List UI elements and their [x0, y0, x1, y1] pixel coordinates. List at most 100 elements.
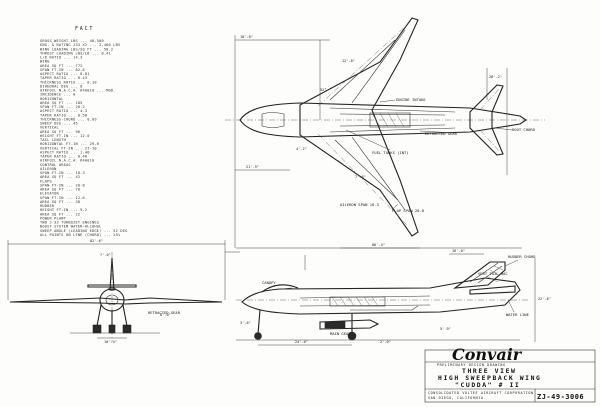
spec-row: ASPECT RATIO ... 4.3: [40, 109, 87, 113]
specs-heading: FACT: [75, 26, 94, 32]
dim-height: 22'-6": [538, 297, 551, 301]
spec-row: HEIGHT FT-IN ... 12-0: [40, 134, 90, 138]
dim-nose-length: 21'-9": [246, 165, 259, 169]
spec-row: ALL POINTS ON LINE (CHORD) ... 25%: [40, 233, 121, 237]
spec-row: VERTICAL FT-IN ... 27-10: [40, 146, 97, 150]
company-block-1: CONSOLIDATED VULTEE AIRCRAFT CORPORATION: [428, 391, 534, 395]
spec-row: HEIGHT FT-IN ... 9-2: [40, 208, 87, 212]
aileron-span-callout: AILERON SPAN 18.3: [340, 202, 379, 207]
dim-height-front: 8'-0": [160, 313, 171, 317]
front-view: 82'-6" 10'-4" 8'-0" RETRACTED GEAR 7'-0": [7, 239, 240, 344]
spec-row: POWER PLANT: [40, 216, 67, 220]
drawing-number: ZJ-49-3006: [537, 393, 584, 401]
title-line-1: THREE VIEW: [462, 367, 516, 375]
spec-row: ASPECT RATIO ... 8.81: [40, 72, 90, 76]
rudder-chord-callout: RUDDER CHORD: [508, 254, 536, 259]
spec-row: RUDDER: [40, 204, 55, 208]
dim-sweep-le: 52°: [320, 88, 327, 92]
plan-fuselage: [239, 102, 527, 138]
water-line-callout: WATER LINE: [506, 312, 530, 317]
spec-row: THICKNESS RATIO ... 0.10: [40, 80, 97, 84]
spec-row: WING: [40, 60, 49, 64]
title-company-line: PRELIMINARY DESIGN DRAWING: [437, 363, 506, 367]
dim-span: 82'-6": [90, 239, 103, 243]
spec-row: TWO J-33 TURBOJET ENGINES: [40, 221, 99, 225]
spec-row: TAPER RATIO ... 0.43: [40, 76, 87, 80]
spec-row: HORIZONTAL FT-IN ... 29-6: [40, 142, 99, 146]
spec-row: VERTICAL: [40, 126, 59, 130]
canopy-callout: CANOPY: [262, 280, 276, 285]
spec-row: TAPER RATIO ... 0.40: [40, 155, 87, 159]
spec-row: DIHEDRAL DEG ... 0: [40, 84, 83, 88]
plan-canopy: [261, 112, 285, 128]
spec-row: ASPECT RATIO ... 1.40: [40, 150, 90, 154]
spec-row: CONTROL AREAS: [40, 163, 71, 167]
front-horizontal-tail: [87, 284, 137, 288]
spec-row: INCIDENCE ... 0: [40, 93, 75, 97]
title-line-3: "CUDDA" # II: [455, 381, 520, 389]
side-horizontal-stab: [469, 285, 516, 295]
side-landing-gear: [254, 309, 357, 341]
plan-callouts: FUEL TANKS (INT) ENGINE INTAKE RETRACTED…: [340, 97, 536, 213]
main-gear-callout: MAIN GEAR: [330, 331, 351, 336]
spec-row: AREA SQ FT ... 96: [40, 130, 80, 134]
flap-span-callout: FLAP SPAN 20.8: [392, 208, 425, 213]
brand-logo: Convair: [452, 345, 523, 364]
title-block: Convair PRELIMINARY DESIGN DRAWING THREE…: [424, 345, 596, 403]
spec-row: TAIL LENGTH: [40, 138, 66, 142]
spec-row: AILERON: [40, 167, 57, 171]
dim-tail-span: 28'-2": [489, 75, 502, 79]
spec-row: SPAN FT-IN ... 12-6: [40, 196, 85, 200]
side-external-pod: [319, 319, 380, 330]
spec-row: GROSS WEIGHT LBS ... 48,500: [40, 39, 104, 43]
spec-row: AREA SQ FT ... 22: [40, 212, 80, 216]
fuel-tank-callout: FUEL TANKS (INT): [372, 150, 409, 155]
spec-row: HORIZONTAL: [40, 97, 64, 101]
spec-row: ENG. & RATING J33 X2 ... 2,400 LBS: [40, 43, 120, 47]
dim-misc3: 16'-0": [452, 249, 465, 253]
tail-root-chord-callout: ROOT CHORD: [512, 127, 536, 132]
side-canopy: [261, 284, 299, 293]
plan-horizontal-tail: [469, 84, 504, 156]
spec-row: THICKNESS-CHORD ... 0.09: [40, 117, 97, 121]
dim-misc2: 7'-0": [100, 253, 111, 257]
dim-wing-mac: 12'-8": [342, 59, 355, 63]
spec-row: AREA SQ FT ... 772: [40, 64, 83, 68]
spec-row: SPAN FT-IN ... 28-2: [40, 105, 85, 109]
dim-length: 86'-4": [372, 243, 385, 247]
spec-row: AREA SQ FT ... 42: [40, 175, 80, 179]
dim-misc4: 2'-0": [380, 340, 391, 344]
company-block-2: SAN DIEGO, CALIFORNIA: [428, 396, 483, 400]
dim-root-chord: 18'-0": [240, 35, 253, 39]
spec-row: L/D RATIO ... 14.3: [40, 56, 83, 60]
dim-tread: 10'-4": [104, 340, 117, 344]
spec-row: FLAPS: [40, 179, 52, 183]
spec-row: AREA SQ FT ... 38: [40, 200, 80, 204]
spec-row: SWEEP DEG ... 45: [40, 122, 78, 126]
plan-view: FUEL TANKS (INT) ENGINE INTAKE RETRACTED…: [225, 17, 545, 270]
engine-intake-callout: ENGINE INTAKE: [396, 97, 426, 102]
dim-misc5: 5'-9": [440, 327, 451, 331]
retracted-gear-callout: RETRACTED GEAR: [425, 131, 458, 136]
spec-row: TAPER RATIO ... 0.50: [40, 113, 87, 117]
dim-tip-chord: 7'-8": [355, 175, 366, 179]
spec-row: BOOST SYSTEM WATER-ALCOHOL: [40, 225, 101, 229]
dim-clearance: 3'-6": [240, 321, 251, 325]
spec-row: SWEEP ANGLE (LEADING EDGE) ... 52 DEG: [40, 229, 127, 233]
spec-row: THRUST LOADING LBS/LB ... 0.41: [40, 51, 111, 55]
title-line-2: HIGH SWEEPBACK WING: [438, 374, 542, 382]
spec-row: AREA SQ FT ... 70: [40, 188, 80, 192]
spec-row: AREA SQ FT ... 185: [40, 101, 83, 105]
spec-row: AIRFOIL N.A.C.A. 64A010: [40, 159, 94, 163]
front-retract-callout: RETRACTED GEAR: [148, 310, 181, 315]
vert-tail-callout: VERT TAIL MAC: [478, 271, 508, 276]
front-wing: [9, 297, 223, 305]
spec-row: ELEVATOR: [40, 192, 60, 196]
spec-row: WING LOADING LBS/SQ FT ... 58.2: [40, 47, 113, 51]
spec-row: SPAN FT-IN ... 20-8: [40, 183, 85, 187]
spec-row: AIRFOIL N.A.C.A. 64A010 ... MOD.: [40, 89, 116, 93]
